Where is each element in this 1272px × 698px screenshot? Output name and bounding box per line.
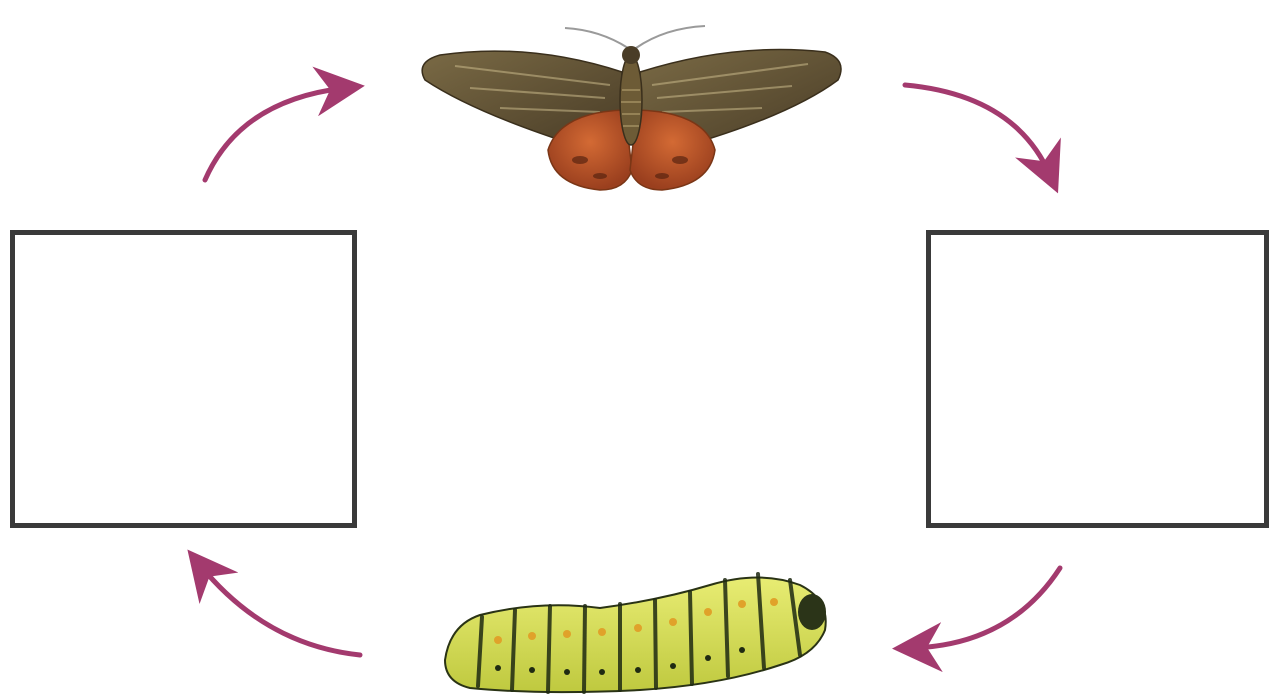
answer-box-right[interactable] <box>926 230 1269 528</box>
caterpillar-icon <box>445 574 826 692</box>
arrow-top-to-right <box>905 85 1050 175</box>
answer-box-left[interactable] <box>10 230 357 528</box>
arrow-bottom-to-left <box>200 565 360 655</box>
moth-icon <box>422 26 841 190</box>
arrow-left-to-top <box>205 88 345 180</box>
arrow-right-to-bottom <box>912 568 1060 648</box>
